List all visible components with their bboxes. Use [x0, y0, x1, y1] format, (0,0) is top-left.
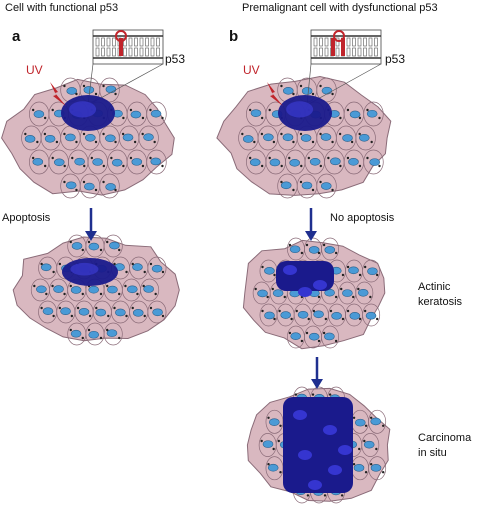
panel-b-letter: b: [229, 28, 239, 45]
panel-b-damaged-cell: [278, 95, 332, 131]
panel-b-carcinoma-mass: [283, 397, 353, 493]
panel-a-p53-label: p53: [165, 52, 186, 66]
panel-b-dna-inset: [310, 29, 382, 65]
down-arrow-b2: [311, 357, 323, 389]
panel-b-title: Premalignant cell with dysfunctional p53: [242, 2, 438, 14]
actinic-label-2: keratosis: [418, 296, 463, 308]
panel-a-title: Cell with functional p53: [5, 2, 119, 14]
panel-b-p53-label: p53: [385, 52, 406, 66]
panel-a-tissue-2: [12, 234, 180, 346]
panel-a-uv-label: UV: [26, 63, 43, 77]
apoptosis-label: Apoptosis: [2, 212, 51, 224]
down-arrow-b1: [305, 208, 317, 241]
panel-a-damaged-cell: [61, 95, 115, 131]
panel-a-letter: a: [12, 28, 21, 45]
carcinoma-label-2: in situ: [418, 447, 447, 459]
panel-b-actinic-cluster: [276, 261, 334, 297]
panel-b-uv-bolt: [267, 82, 283, 106]
panel-b-tissue-1: [216, 75, 392, 199]
no-apoptosis-label: No apoptosis: [330, 212, 395, 224]
panel-b-tissue-2: [242, 237, 386, 350]
panel-a-uv-bolt: [50, 82, 66, 106]
actinic-label-1: Actinic: [418, 281, 451, 293]
panel-a-dna-inset: [92, 29, 164, 65]
panel-a-apoptotic-cell: [62, 258, 118, 286]
down-arrow-a: [85, 208, 97, 241]
panel-b-uv-label: UV: [243, 63, 260, 77]
carcinoma-label-1: Carcinoma: [418, 432, 472, 444]
panel-a-tissue-1: [1, 77, 175, 199]
